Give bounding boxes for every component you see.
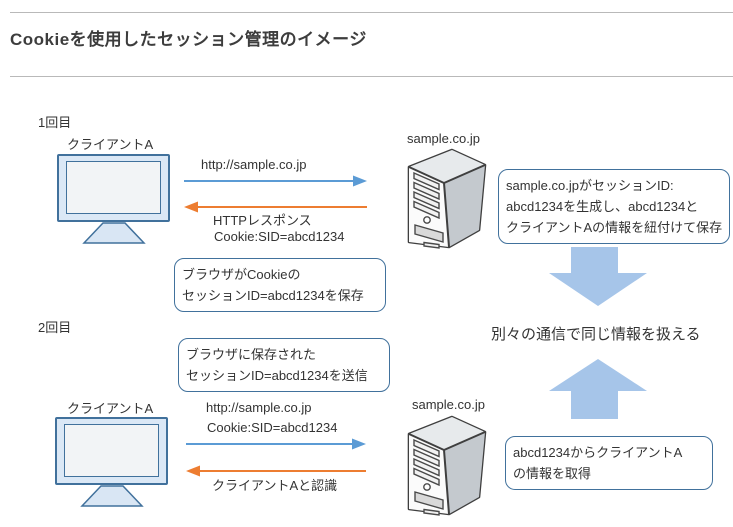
note-line: セッションID=abcd1234を保存: [182, 288, 364, 303]
note-line: sample.co.jpがセッションID:: [506, 178, 674, 193]
round2-label: 2回目: [38, 320, 72, 335]
server-icon-2: [407, 415, 487, 516]
round2-request-arrow: [186, 438, 366, 450]
page-title: Cookieを使用したセッション管理のイメージ: [10, 30, 367, 49]
monitor-screen: [66, 161, 161, 214]
round1-response-line2: Cookie:SID=abcd1234: [214, 229, 345, 244]
note-line: abcd1234を生成し、abcd1234と: [506, 199, 699, 214]
round1-server-note: sample.co.jpがセッションID: abcd1234を生成し、abcd1…: [498, 169, 730, 244]
note-line: ブラウザに保存された: [186, 347, 317, 362]
round2-send-note: ブラウザに保存された セッションID=abcd1234を送信: [178, 338, 390, 392]
monitor-stand: [82, 222, 146, 244]
client-monitor-2: [55, 417, 168, 485]
round1-request-arrow: [184, 175, 367, 187]
server-icon-1: [407, 148, 487, 249]
arrow-down-icon: [549, 247, 647, 306]
middle-caption: 別々の通信で同じ情報を扱える: [491, 326, 701, 343]
monitor-stand: [80, 485, 144, 507]
round1-request-label: http://sample.co.jp: [201, 157, 307, 172]
note-line: の情報を取得: [513, 466, 592, 481]
note-line: ブラウザがCookieの: [182, 267, 301, 282]
note-line: セッションID=abcd1234を送信: [186, 368, 368, 383]
title-divider: [10, 76, 733, 77]
note-line: abcd1234からクライアントA: [513, 445, 683, 460]
round2-client-label: クライアントA: [67, 401, 154, 416]
round1-client-label: クライアントA: [67, 137, 154, 152]
round2-server-note: abcd1234からクライアントA の情報を取得: [505, 436, 713, 490]
arrow-up-icon: [549, 359, 647, 419]
round2-response-arrow: [186, 465, 366, 477]
monitor-screen: [64, 424, 159, 477]
note-line: クライアントAの情報を紐付けて保存: [506, 220, 723, 235]
round2-request-line2: Cookie:SID=abcd1234: [207, 420, 338, 435]
top-divider: [10, 12, 733, 13]
round1-response-line1: HTTPレスポンス: [213, 213, 312, 228]
round1-browser-note: ブラウザがCookieの セッションID=abcd1234を保存: [174, 258, 386, 312]
round2-response-label: クライアントAと認識: [212, 478, 338, 493]
round2-server-label: sample.co.jp: [412, 397, 485, 412]
round1-label: 1回目: [38, 115, 72, 130]
client-monitor-1: [57, 154, 170, 222]
round2-request-line1: http://sample.co.jp: [206, 400, 312, 415]
round1-response-arrow: [184, 201, 367, 213]
round1-server-label: sample.co.jp: [407, 131, 480, 146]
